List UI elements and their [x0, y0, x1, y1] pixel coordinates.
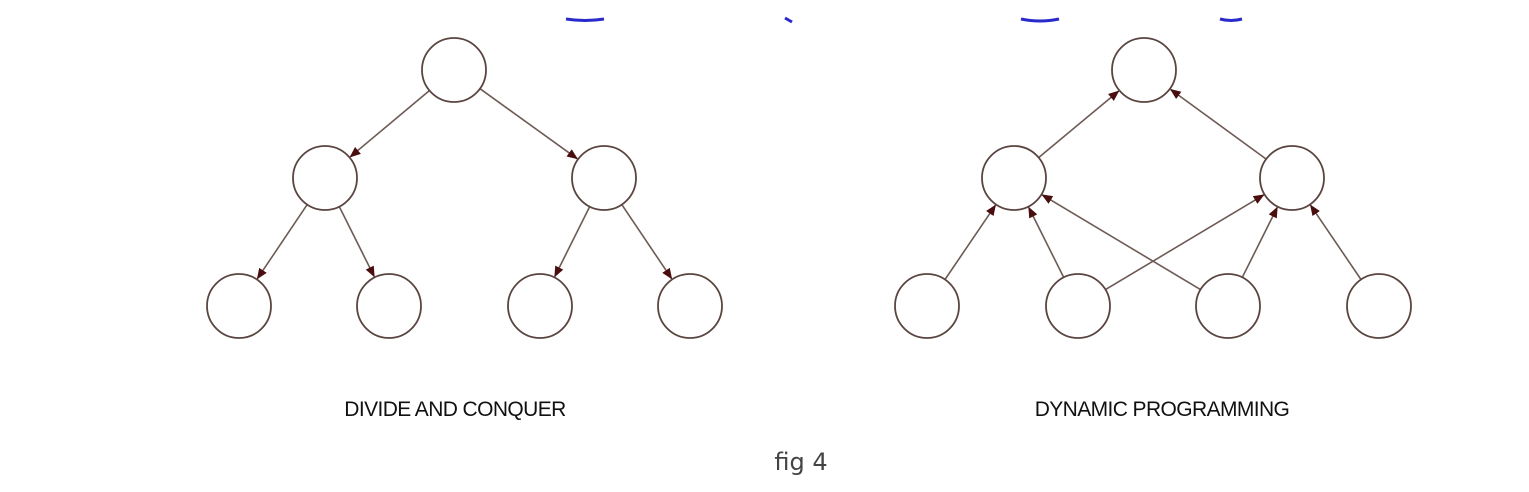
dp-node-leaf-3 [1195, 273, 1261, 339]
dp-edge-leaf-3-to-left-mid [1041, 194, 1201, 291]
dynamic-programming-diagram: DYNAMIC PROGRAMMING [894, 37, 1412, 421]
dynamic-programming-label: DYNAMIC PROGRAMMING [1035, 398, 1290, 421]
dc-node-right-mid [571, 145, 637, 211]
dc-edge-left-mid-to-leaf-2 [338, 206, 375, 278]
dc-edge-root-to-right-mid [479, 88, 579, 160]
dc-edge-left-mid-to-leaf-1 [256, 204, 308, 280]
dp-node-leaf-1 [894, 273, 960, 339]
dp-node-right-mid [1259, 145, 1325, 211]
dc-edge-right-mid-to-leaf-3 [554, 206, 591, 278]
dp-edge-leaf-1-to-left-mid [944, 204, 997, 280]
dp-node-root [1111, 37, 1177, 103]
dp-edge-leaf-2-to-right-mid [1105, 194, 1265, 291]
cropped-top-artifact [565, 16, 1243, 24]
dp-node-leaf-4 [1346, 273, 1412, 339]
dp-edge-right-mid-to-root [1169, 88, 1267, 160]
dp-node-leaf-2 [1045, 273, 1111, 339]
dp-node-left-mid [981, 145, 1047, 211]
dp-edges [944, 88, 1362, 291]
dc-node-root [421, 37, 487, 103]
dp-nodes [894, 37, 1412, 339]
dc-node-leaf-1 [206, 273, 272, 339]
dp-edge-leaf-2-to-left-mid [1028, 206, 1065, 278]
dc-nodes [206, 37, 723, 339]
dc-edges [256, 88, 673, 280]
dp-edge-leaf-4-to-right-mid [1309, 204, 1362, 280]
dc-node-leaf-2 [356, 273, 422, 339]
dp-edge-left-mid-to-root [1038, 90, 1120, 159]
dc-node-leaf-3 [507, 273, 573, 339]
divide-and-conquer-diagram: DIVIDE AND CONQUER [206, 37, 723, 421]
dc-node-leaf-4 [657, 273, 723, 339]
dc-edge-right-mid-to-leaf-4 [621, 204, 673, 280]
dp-edge-leaf-3-to-right-mid [1241, 206, 1278, 278]
dc-edge-root-to-left-mid [349, 89, 431, 158]
figure-caption: fig 4 [774, 448, 827, 476]
divide-and-conquer-label: DIVIDE AND CONQUER [344, 398, 566, 421]
dc-node-left-mid [292, 145, 358, 211]
